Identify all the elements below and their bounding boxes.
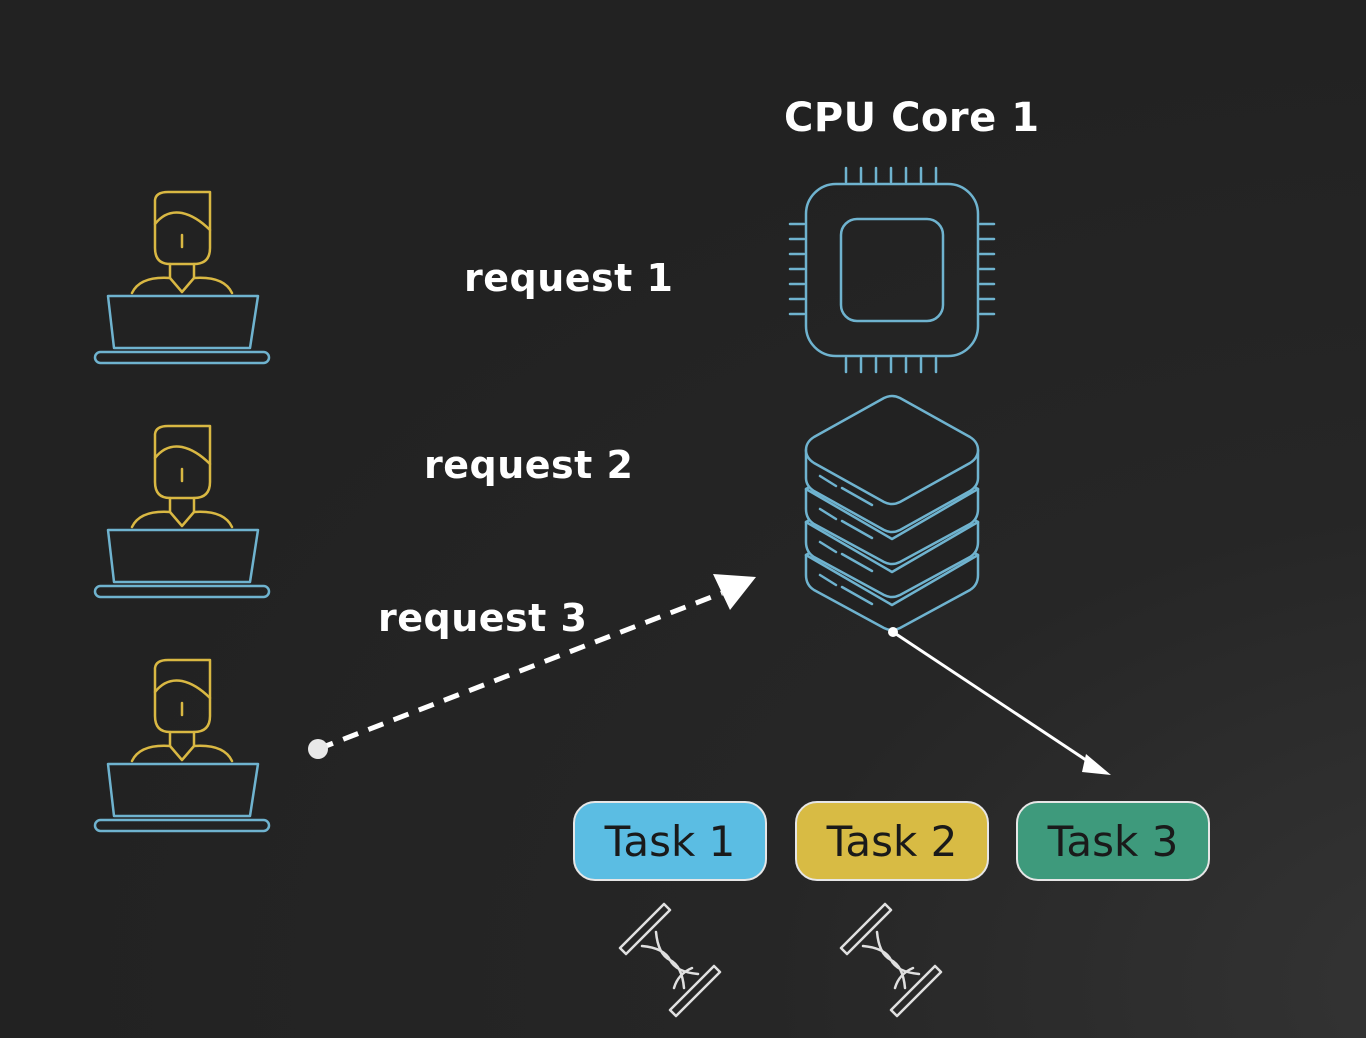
server-stack-icon — [804, 394, 980, 632]
hourglass-icon-1 — [618, 902, 722, 1018]
task-1-box: Task 1 — [573, 801, 767, 881]
task-2-label: Task 2 — [826, 816, 958, 866]
dispatch-arrow — [888, 627, 1111, 775]
task-3-label: Task 3 — [1047, 816, 1179, 866]
hourglass-icon-2 — [839, 902, 943, 1018]
cpu-core-title: CPU Core 1 — [784, 95, 1040, 141]
user-icon-1 — [93, 190, 271, 365]
user-icon-3 — [93, 658, 271, 833]
request-2-label: request 2 — [424, 443, 634, 487]
request-3-label: request 3 — [378, 596, 588, 640]
request-3-arrow — [308, 574, 756, 759]
task-1-label: Task 1 — [604, 816, 736, 866]
task-2-box: Task 2 — [795, 801, 989, 881]
user-icon-2 — [93, 424, 271, 599]
request-1-label: request 1 — [464, 256, 674, 300]
task-3-box: Task 3 — [1016, 801, 1210, 881]
cpu-chip-icon — [788, 166, 996, 374]
